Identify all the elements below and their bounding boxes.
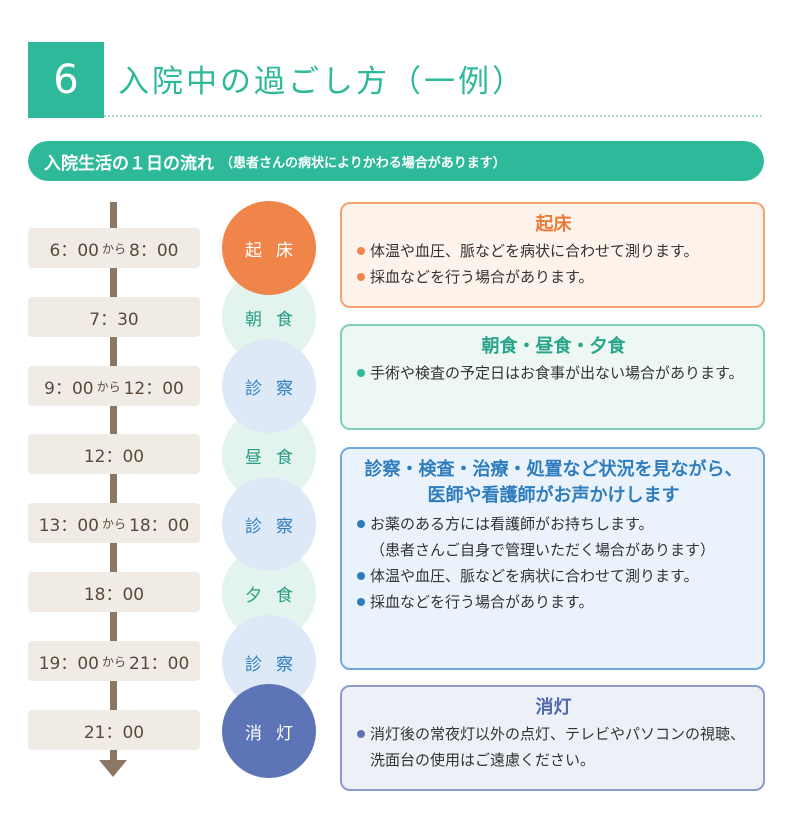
banner-title: 入院生活の１日の流れ xyxy=(44,153,214,174)
section-number-text: 6 xyxy=(53,57,79,103)
list-item: 採血などを行う場合があります。 xyxy=(356,264,751,290)
time-sep: から xyxy=(96,379,121,394)
time-end: 18：00 xyxy=(129,515,190,536)
time-sep: から xyxy=(101,654,126,669)
time-start: 12：00 xyxy=(83,446,145,467)
time-label: 18：00 xyxy=(28,572,200,612)
list-item: 体温や血圧、脈などを病状に合わせて測ります。 xyxy=(356,563,751,589)
activity-circle-exam: 診察 xyxy=(222,339,316,433)
card-title: 朝食・昼食・夕食 xyxy=(481,336,626,357)
card-exam: 診察・検査・治療・処置など状況を見ながら、 医師や看護師がお声かけします お薬の… xyxy=(340,447,765,670)
activity-circle-wake: 起床 xyxy=(222,201,316,295)
time-end: 8：00 xyxy=(129,240,179,261)
card-lights-out: 消灯 消灯後の常夜灯以外の点灯、テレビやパソコンの視聴、洗面台の使用はご遠慮くだ… xyxy=(340,685,765,791)
activity-circle-exam: 診察 xyxy=(222,477,316,571)
card-title: 起床 xyxy=(535,214,572,235)
timeline-axis xyxy=(110,202,117,762)
time-sep: から xyxy=(101,241,126,256)
time-label: 7：30 xyxy=(28,297,200,337)
section-number: 6 xyxy=(28,42,104,118)
time-end: 21：00 xyxy=(129,653,190,674)
time-start: 9：00 xyxy=(44,378,94,399)
time-sep: から xyxy=(101,516,126,531)
list-item: 消灯後の常夜灯以外の点灯、テレビやパソコンの視聴、洗面台の使用はご遠慮ください。 xyxy=(356,721,751,773)
time-start: 7：30 xyxy=(89,309,139,330)
list-item: 手術や検査の予定日はお食事が出ない場合があります。 xyxy=(356,360,751,386)
activity-circle-dinner: 夕食 xyxy=(222,546,316,640)
card-title: 消灯 xyxy=(535,697,572,718)
time-label: 21：00 xyxy=(28,710,200,750)
list-item: 体温や血圧、脈などを病状に合わせて測ります。 xyxy=(356,238,751,264)
card-wake: 起床 体温や血圧、脈などを病状に合わせて測ります。 採血などを行う場合があります… xyxy=(340,202,765,308)
time-end: 12：00 xyxy=(123,378,184,399)
time-start: 19：00 xyxy=(38,653,99,674)
title-divider xyxy=(104,115,762,117)
list-item: 採血などを行う場合があります。 xyxy=(356,589,751,615)
page-title: 入院中の過ごし方（一例） xyxy=(118,64,526,100)
card-title-line1: 診察・検査・治療・処置など状況を見ながら、 xyxy=(364,459,743,480)
list-item-note: （患者さんご自身で管理いただく場合があります） xyxy=(370,541,716,559)
timeline-arrow-icon xyxy=(99,760,127,777)
time-start: 6：00 xyxy=(49,240,99,261)
time-label: 12：00 xyxy=(28,434,200,474)
card-title-line2: 医師や看護師がお声かけします xyxy=(427,485,680,506)
time-start: 21：00 xyxy=(83,722,145,743)
banner-note: （患者さんの病状によりかわる場合があります） xyxy=(220,155,506,171)
activity-circle-lights-out: 消灯 xyxy=(222,684,316,778)
card-meals: 朝食・昼食・夕食 手術や検査の予定日はお食事が出ない場合があります。 xyxy=(340,324,765,430)
time-start: 18：00 xyxy=(83,584,145,605)
section-banner: 入院生活の１日の流れ （患者さんの病状によりかわる場合があります） xyxy=(28,141,764,181)
list-item: お薬のある方には看護師がお持ちします。 xyxy=(356,511,751,537)
time-start: 13：00 xyxy=(38,515,99,536)
